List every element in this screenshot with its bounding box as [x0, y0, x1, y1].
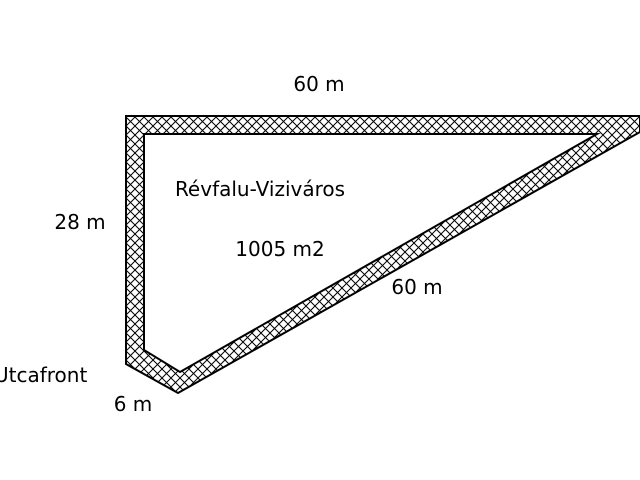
area-label: 1005 m2	[235, 237, 324, 261]
location-label: Révfalu-Viziváros	[175, 177, 345, 201]
frontage-dimension-label: 6 m	[114, 392, 153, 416]
hypotenuse-dimension-label: 60 m	[391, 275, 442, 299]
street-frontage-label: Utcafront	[0, 363, 87, 387]
left-dimension-label: 28 m	[54, 210, 105, 234]
plot-boundary-wall	[125, 115, 640, 395]
top-dimension-label: 60 m	[293, 72, 344, 96]
